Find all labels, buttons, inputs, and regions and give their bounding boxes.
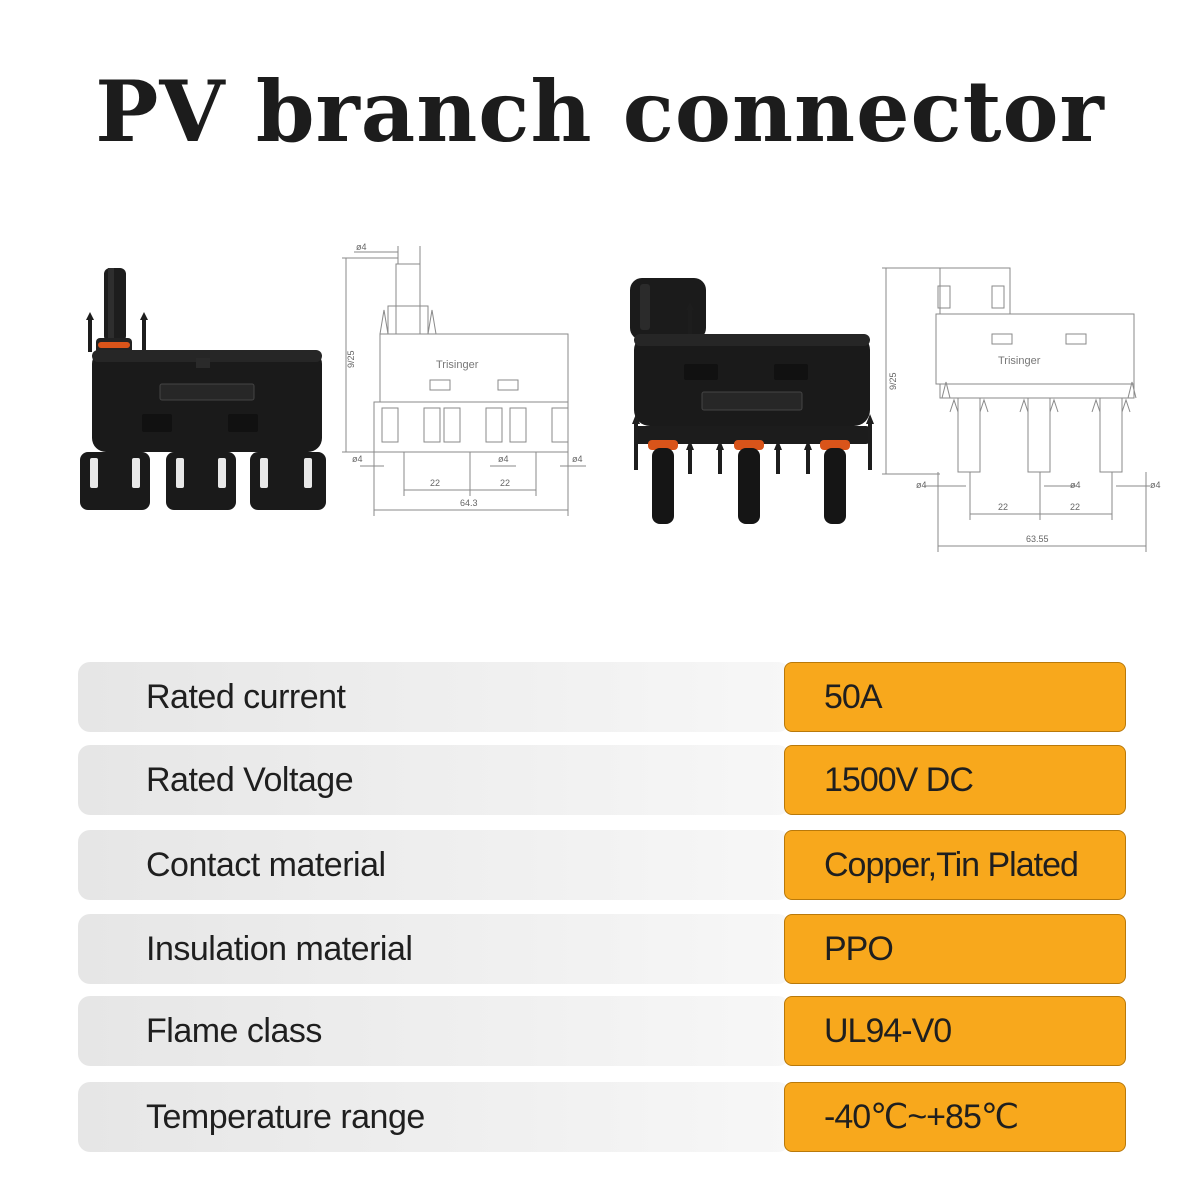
spec-label: Temperature range xyxy=(146,1098,425,1136)
dimension-drawing-right: 9/25 Trisinger ø4 ø4 ø4 22 22 63.55 xyxy=(882,267,1161,552)
spec-value: Copper,Tin Plated xyxy=(824,846,1079,884)
spec-value: UL94-V0 xyxy=(824,1012,952,1050)
spec-row: Rated Voltage 1500V DC xyxy=(78,745,1126,815)
spec-value-cell xyxy=(784,745,1126,815)
spec-label: Flame class xyxy=(146,1012,322,1050)
spec-label: Insulation material xyxy=(146,930,413,968)
spec-value-cell xyxy=(784,996,1126,1066)
spec-label-cell xyxy=(78,996,790,1066)
dim-right-pin: ø4 xyxy=(572,454,583,464)
spec-value-cell xyxy=(784,1082,1126,1152)
spec-label-cell xyxy=(78,1082,790,1152)
spec-row: Flame class UL94-V0 xyxy=(78,996,1126,1066)
diagram-brand: Trisinger xyxy=(436,359,479,371)
spec-value-cell xyxy=(784,914,1126,984)
spec-value-cell xyxy=(784,662,1126,732)
spec-label-cell xyxy=(78,830,790,900)
dim-total-width: 64.3 xyxy=(460,498,478,508)
dim-mid-pin: ø4 xyxy=(498,454,509,464)
dim-mid-pin: ø4 xyxy=(1070,480,1081,490)
page-title: PV branch connector xyxy=(95,62,1105,161)
dim-spacing-2: 22 xyxy=(500,478,510,488)
spec-label: Contact material xyxy=(146,846,386,884)
spec-value: PPO xyxy=(824,930,894,968)
dim-spacing-1: 22 xyxy=(430,478,440,488)
spec-label-cell xyxy=(78,914,790,984)
connector-photo-right xyxy=(630,278,874,524)
spec-row: Contact material Copper,Tin Plated xyxy=(78,830,1126,900)
dim-total-width: 63.55 xyxy=(1026,534,1049,544)
dim-spacing-1: 22 xyxy=(998,502,1008,512)
dim-right-pin: ø4 xyxy=(1150,480,1161,490)
spec-row: Rated current 50A xyxy=(78,662,1126,732)
dim-left-pin: ø4 xyxy=(916,480,927,490)
spec-label-cell xyxy=(78,662,790,732)
connector-photo-left xyxy=(80,268,326,510)
dim-height: 9/25 xyxy=(888,372,898,390)
dim-height: 9/25 xyxy=(346,350,356,368)
spec-label-cell xyxy=(78,745,790,815)
spec-label: Rated Voltage xyxy=(146,761,354,799)
spec-value: 1500V DC xyxy=(824,761,974,799)
diagram-brand: Trisinger xyxy=(998,355,1041,367)
spec-value: 50A xyxy=(824,678,882,716)
spec-value: -40℃~+85℃ xyxy=(824,1098,1019,1136)
spec-value-cell xyxy=(784,830,1126,900)
dim-spacing-2: 22 xyxy=(1070,502,1080,512)
dim-top-pin: ø4 xyxy=(356,242,367,252)
spec-row: Temperature range -40℃~+85℃ xyxy=(78,1082,1126,1152)
dimension-drawing-left: ø4 9/25 Trisinger ø4 ø4 ø4 22 22 64.3 xyxy=(342,242,586,516)
dim-left-pin: ø4 xyxy=(352,454,363,464)
spec-row: Insulation material PPO xyxy=(78,914,1126,984)
spec-label: Rated current xyxy=(146,678,346,716)
